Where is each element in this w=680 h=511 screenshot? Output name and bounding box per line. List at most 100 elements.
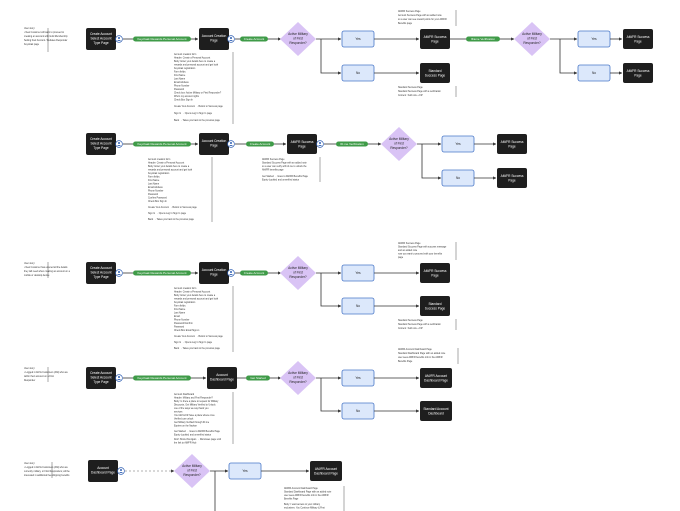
standard-success-page-node[interactable]: Standard Success Page — [420, 63, 450, 83]
svg-text:Active Military: Active Military — [522, 32, 542, 36]
svg-text:Page: Page — [431, 274, 439, 278]
user-story-note: User story: • Logged in AM & Customers (… — [24, 462, 70, 478]
svg-text:Standard Success Page with a v: Standard Success Page with a verificatio… — [398, 90, 442, 93]
svg-text:Password/Confirm: Password/Confirm — [174, 322, 193, 325]
svg-text:Select Account: Select Account — [90, 37, 111, 41]
amfr-success-page-node-2[interactable]: AM/FR Success Page — [497, 134, 527, 154]
yes-branch-node-2[interactable]: Yes — [577, 30, 611, 48]
decision-military-first-responder[interactable]: Active Military of First Responder? — [280, 256, 316, 290]
pill-create-account[interactable]: Create Account — [240, 270, 268, 276]
svg-text:AM/FR Success: AM/FR Success — [424, 35, 447, 39]
pill-create-account[interactable]: Create Account — [240, 36, 268, 42]
amfr-success-page-node[interactable]: AM/FR Success Page — [287, 134, 317, 154]
svg-text:of First: of First — [187, 469, 197, 473]
svg-text:Form fields:: Form fields: — [148, 176, 160, 179]
svg-text:• Logged in AM & Customers (AM: • Logged in AM & Customers (AM) who are — [24, 466, 69, 469]
svg-text:Page: Page — [210, 273, 218, 277]
svg-text:User story:: User story: — [24, 367, 35, 370]
svg-text:Check Box Email Sign-in: Check Box Email Sign-in — [174, 330, 200, 332]
standard-account-dashboard-node[interactable]: Standard Account Dashboard — [420, 401, 452, 421]
decision-military-first-responder[interactable]: Active Military of First Responder? — [381, 127, 417, 161]
user-icon — [316, 140, 324, 148]
account-creation-page-node[interactable]: Account Creation Page — [199, 28, 229, 50]
amfr-success-page-node-3[interactable]: AM/FR Success Page — [623, 63, 653, 83]
note-account-dashboard: Account Dashboard Header: Military and F… — [174, 392, 234, 445]
svg-text:Create Account: Create Account — [90, 371, 112, 375]
standard-success-page-node[interactable]: Standard Success Page — [420, 296, 450, 316]
svg-text:Don't Show this Again → Dismis: Don't Show this Again → Dismisses page u… — [174, 438, 221, 441]
pill-idme-verification[interactable]: ID.me Verification — [336, 141, 368, 147]
svg-text:Email Address: Email Address — [174, 81, 190, 84]
note-line: Setting their Account / Rebates Responde… — [24, 39, 68, 42]
yes-branch-node[interactable]: Yes — [341, 369, 375, 387]
svg-text:Page: Page — [431, 40, 439, 44]
flow-row-1: User story: • New Customer will want to … — [24, 10, 653, 124]
svg-text:Create Your Account → Button t: Create Your Account → Button to Success … — [174, 105, 223, 108]
svg-text:Sign In → Opens Log In Sign In: Sign In → Opens Log In Sign In page — [148, 213, 187, 215]
amfr-account-dashboard-node[interactable]: AM/FR Account Dashboard Page — [420, 368, 452, 388]
svg-text:of First: of First — [394, 142, 404, 146]
decision-military-first-responder[interactable]: Active Military of First Responder? — [174, 454, 210, 488]
account-creation-page-node[interactable]: Account Creation Page — [199, 262, 229, 284]
svg-text:Standard Success Page with a v: Standard Success Page with a verificatio… — [398, 323, 442, 326]
svg-text:Account creation form: Account creation form — [148, 158, 170, 161]
pill-iframe-verification[interactable]: Iframe Verification — [466, 36, 500, 42]
svg-text:Last Name: Last Name — [174, 312, 186, 315]
account-creation-page-node[interactable]: Account Creation Page — [199, 133, 229, 155]
start-node-create-account[interactable]: Create Account Select Account Type Page — [86, 28, 116, 50]
svg-text:Page: Page — [508, 145, 516, 149]
svg-text:Standard Success Page: Standard Success Page — [398, 86, 423, 89]
svg-text:Benefits Page: Benefits Page — [284, 498, 299, 501]
svg-text:Dashboard: Dashboard — [428, 412, 444, 416]
account-dashboard-page-node[interactable]: Account Dashboard Page — [207, 367, 237, 389]
yes-branch-node[interactable]: Yes — [341, 264, 375, 282]
svg-text:Dashboard Page: Dashboard Page — [424, 379, 448, 383]
amfr-success-page-node-3[interactable]: AM/FR Success Page — [497, 168, 527, 188]
svg-text:Email: Email — [174, 316, 180, 318]
svg-text:Standard: Standard — [429, 69, 442, 73]
svg-text:Dashboard Page: Dashboard Page — [210, 378, 234, 382]
user-icon — [115, 140, 123, 148]
pill-keycloak-personal-account[interactable]: Keycloak Rewards Personal Account — [133, 270, 191, 276]
no-branch-node[interactable]: No — [341, 402, 375, 420]
svg-text:Last Name: Last Name — [174, 78, 186, 81]
amfr-success-page-node[interactable]: AM/FR Success Page — [420, 29, 450, 49]
pill-keycloak-personal-account[interactable]: Keycloak Rewards Personal Account — [133, 141, 191, 147]
no-branch-node[interactable]: No — [341, 64, 375, 82]
amfr-success-page-node[interactable]: AM/FR Success Page — [420, 263, 450, 283]
no-branch-node[interactable]: No — [441, 169, 475, 187]
svg-text:Responder?: Responder? — [289, 41, 307, 45]
svg-text:Discounts, Get Military Verifi: Discounts, Get Military Verified to Unlo… — [174, 404, 216, 407]
no-branch-node[interactable]: No — [341, 297, 375, 315]
amfr-success-page-node-2[interactable]: AM/FR Success Page — [623, 29, 653, 49]
start-node-create-account[interactable]: Create Account Select Account Type Page — [86, 367, 116, 389]
pill-keycloak-personal-account[interactable]: Keycloak Rewards Personal Account — [133, 375, 191, 381]
pill-keycloak-personal-account[interactable]: Keycloak Rewards Personal Account — [133, 36, 191, 42]
start-node-create-account[interactable]: Create Account Select Account Type Page — [86, 262, 116, 284]
note-line: • New Customer will want to proceed to — [24, 31, 65, 34]
svg-text:Type Page: Type Page — [93, 146, 108, 150]
no-branch-node-2[interactable]: No — [577, 64, 611, 82]
yes-branch-node[interactable]: Yes — [441, 135, 475, 153]
amfr-account-dashboard-node[interactable]: AM/FR Account Dashboard Page — [310, 461, 342, 481]
start-node-create-account[interactable]: Create Account Select Account Type Page — [86, 133, 116, 155]
svg-text:Type Page: Type Page — [93, 380, 108, 384]
svg-text:Last Name: Last Name — [148, 183, 160, 186]
svg-text:First Name: First Name — [148, 179, 160, 182]
account-dashboard-page-node[interactable]: Account Dashboard Page — [88, 460, 118, 482]
decision-military-first-responder-2[interactable]: Active Military of First Responder? — [514, 22, 550, 56]
svg-text:Keycloak registration: Keycloak registration — [174, 301, 196, 304]
decision-military-first-responder[interactable]: Active Military of First Responder? — [280, 22, 316, 56]
svg-text:so a user can verify with id.m: so a user can verify with id.me to unloc… — [262, 165, 307, 168]
svg-text:Check box: Active Military or: Check box: Active Military or First Resp… — [174, 92, 222, 95]
svg-text:Header: Create a Personal Acco: Header: Create a Personal Account — [174, 57, 210, 60]
decision-military-first-responder[interactable]: Active Military of First Responder? — [280, 361, 316, 395]
pill-get-started[interactable]: Get Started — [246, 375, 270, 381]
svg-text:Header: Create a Personal Acco: Header: Create a Personal Account — [174, 291, 210, 294]
yes-branch-node[interactable]: Yes — [341, 30, 375, 48]
svg-text:mobile or desktop device: mobile or desktop device — [24, 274, 50, 277]
note-account-creation-form: Account creation form Header: Create a P… — [174, 286, 234, 352]
yes-branch-node[interactable]: Yes — [228, 462, 262, 480]
pill-create-account[interactable]: Create Account — [246, 141, 274, 147]
